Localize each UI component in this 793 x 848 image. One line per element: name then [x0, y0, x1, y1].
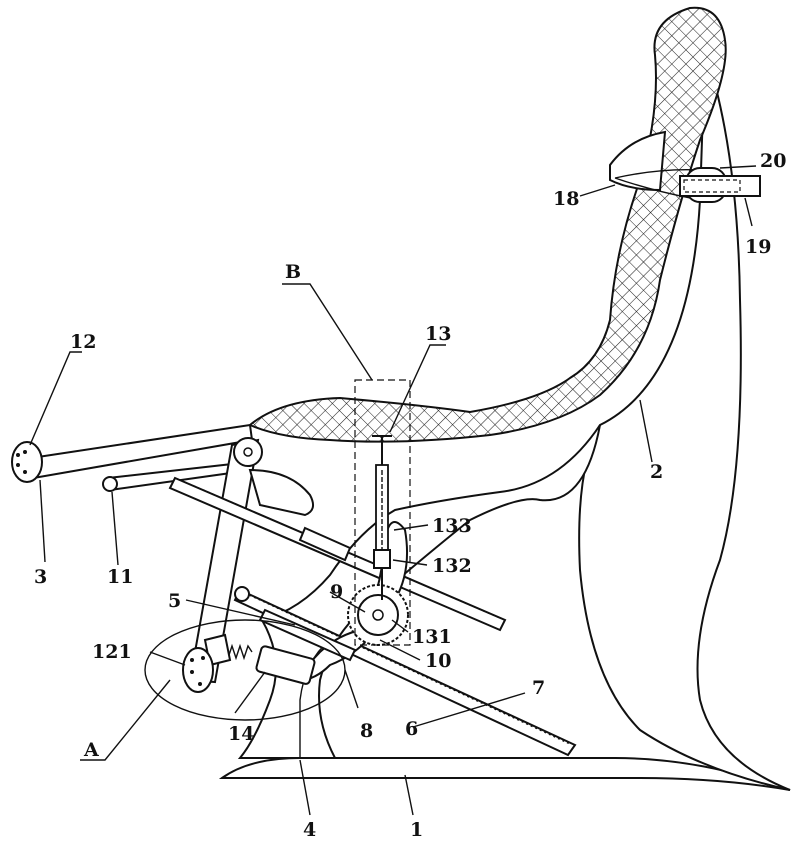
label-14: 14 — [228, 723, 254, 745]
headrest-box — [680, 176, 760, 196]
label-b: B — [285, 261, 301, 283]
label-9: 9 — [330, 581, 343, 603]
label-11: 11 — [107, 566, 133, 588]
label-133: 133 — [432, 515, 472, 537]
label-2: 2 — [650, 461, 663, 483]
rack-pivot — [235, 587, 249, 601]
label-12: 12 — [70, 331, 96, 353]
label-20: 20 — [760, 150, 786, 172]
link-pivot — [103, 477, 117, 491]
label-1: 1 — [410, 819, 423, 841]
upper-bracket — [250, 470, 313, 515]
label-13: 13 — [425, 323, 451, 345]
label-132: 132 — [432, 555, 472, 577]
foot-knob — [12, 442, 42, 482]
headrest-pad — [610, 132, 665, 190]
label-3: 3 — [34, 566, 47, 588]
label-5: 5 — [168, 590, 181, 612]
label-7: 7 — [532, 677, 545, 699]
label-18: 18 — [553, 188, 579, 210]
label-131: 131 — [412, 626, 452, 648]
label-6: 6 — [405, 718, 418, 740]
label-19: 19 — [745, 236, 771, 258]
ball-pad — [183, 648, 213, 692]
label-8: 8 — [360, 720, 373, 742]
adjuster-block — [374, 550, 390, 568]
label-4: 4 — [303, 819, 316, 841]
label-121: 121 — [92, 641, 132, 663]
label-a: A — [83, 739, 99, 761]
label-10: 10 — [425, 650, 451, 672]
